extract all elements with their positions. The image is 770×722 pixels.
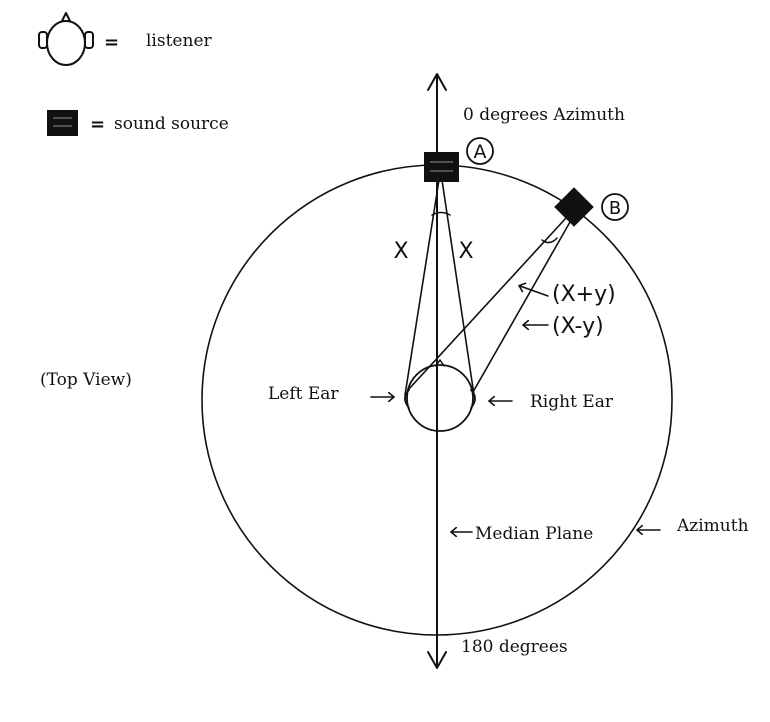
left-ear: [404, 389, 410, 409]
one-eighty-label: 180 degrees: [461, 637, 568, 657]
source-b-label: B: [609, 198, 621, 219]
sound-source-b: B: [554, 187, 629, 227]
angle-arc-a: [431, 211, 451, 216]
up-arrowhead: [427, 73, 447, 91]
sound-source-a: A: [424, 137, 494, 182]
source-a-label: A: [474, 141, 487, 163]
path-x-left-label: X: [393, 239, 408, 264]
listener-icon: [38, 12, 94, 66]
right-ear-label: Right Ear: [530, 392, 614, 412]
source-label: sound source: [114, 114, 229, 134]
zero-azimuth-label: 0 degrees Azimuth: [463, 105, 625, 125]
down-arrowhead: [427, 651, 447, 669]
path-a-right: [441, 179, 475, 396]
angle-arc-b: [541, 237, 558, 244]
path-x-right-label: X: [458, 239, 473, 264]
azimuth-label: Azimuth: [676, 516, 749, 536]
path-b-right: [472, 221, 571, 393]
listener-head: [404, 359, 476, 432]
source-b-marker: [601, 193, 629, 221]
listener-label: listener: [146, 31, 212, 51]
path-a-left: [404, 179, 440, 396]
right-ear: [470, 389, 476, 409]
top-view-label: (Top View): [40, 370, 132, 390]
nose: [435, 359, 445, 367]
left-ear-label: Left Ear: [268, 384, 339, 404]
sound-paths: [404, 179, 571, 396]
path-x-minus-y-label: (X-y): [552, 314, 604, 339]
source-equals: =: [90, 114, 105, 135]
path-b-left: [407, 217, 567, 391]
listener-equals: =: [104, 32, 119, 53]
sound-source-icon: [47, 110, 78, 136]
source-a-marker: [466, 137, 494, 165]
path-x-plus-y-label: (X+y): [552, 282, 616, 307]
x-plus-y-arrow: [520, 286, 549, 297]
median-plane-label: Median Plane: [475, 524, 593, 544]
legend: = listener = sound source: [38, 12, 229, 136]
